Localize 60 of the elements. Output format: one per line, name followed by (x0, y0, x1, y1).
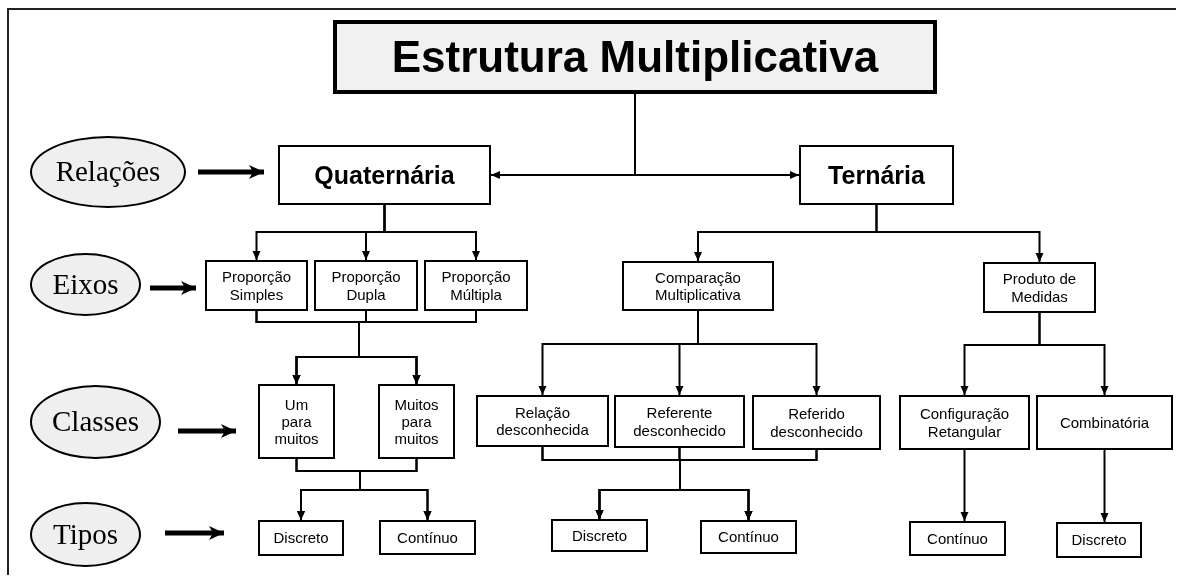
concept-label: Configuração Retangular (918, 405, 1011, 440)
concept-box (379, 520, 476, 555)
concept-box (614, 395, 745, 448)
concept-label: Referente desconhecido (632, 404, 727, 439)
arrow (697, 310, 821, 396)
concept-label: Discreto (273, 529, 329, 547)
arrow (875, 204, 1044, 263)
relation-label: Ternária (828, 160, 925, 190)
concept-label: Discreto (572, 526, 627, 545)
concept-label: Combinatória (1059, 413, 1150, 432)
relation-box (799, 145, 954, 205)
concept-box (899, 395, 1030, 450)
concept-box (314, 260, 418, 311)
concept-label: Referido desconhecido (769, 405, 864, 440)
category-label: Eixos (52, 267, 119, 302)
arrow (358, 310, 477, 385)
concept-box (378, 384, 455, 459)
concept-box (1036, 395, 1173, 450)
arrow (679, 449, 818, 521)
concept-label: Muitos para muitos (393, 395, 440, 448)
concept-label: Contínuo (397, 528, 458, 547)
arrow (634, 93, 800, 179)
arrow (178, 424, 236, 438)
concept-label: Proporção Dupla (330, 268, 402, 303)
arrow (165, 526, 224, 540)
category-label: Relações (55, 155, 161, 189)
concept-label: Produto de Medidas (1001, 270, 1078, 305)
title-box (333, 20, 937, 94)
concept-box (205, 260, 308, 311)
concept-box (622, 261, 774, 311)
concept-box (909, 521, 1006, 556)
concept-box (752, 395, 881, 450)
arrow (383, 204, 480, 261)
concept-label: Proporção Simples (220, 268, 293, 303)
category-label: Classes (52, 405, 139, 439)
concept-label: Um para muitos (273, 395, 320, 448)
concept-label: Discreto (1071, 531, 1127, 549)
relation-label: Quaternária (314, 160, 455, 190)
concept-label: Relação desconhecida (495, 403, 590, 439)
concept-box (476, 395, 609, 447)
heading-label: Estrutura Multiplicativa (391, 31, 879, 83)
concept-box (983, 262, 1096, 313)
arrow (960, 449, 969, 522)
concept-label: Comparação Multiplicativa (654, 268, 742, 304)
arrow (1038, 312, 1109, 396)
concept-box (424, 260, 528, 311)
arrow (1100, 449, 1109, 523)
arrow (198, 165, 264, 179)
concept-box (258, 520, 344, 556)
arrow (150, 281, 196, 295)
concept-label: Proporção Múltipla (440, 268, 512, 303)
concept-label: Contínuo (718, 528, 779, 546)
category-label: Tipos (52, 517, 118, 552)
concept-box (700, 520, 797, 554)
concept-label: Contínuo (927, 529, 988, 548)
concept-box (258, 384, 335, 459)
concept-box (1056, 522, 1142, 558)
relation-box (278, 145, 491, 205)
concept-box (551, 519, 648, 552)
arrow (359, 458, 432, 521)
